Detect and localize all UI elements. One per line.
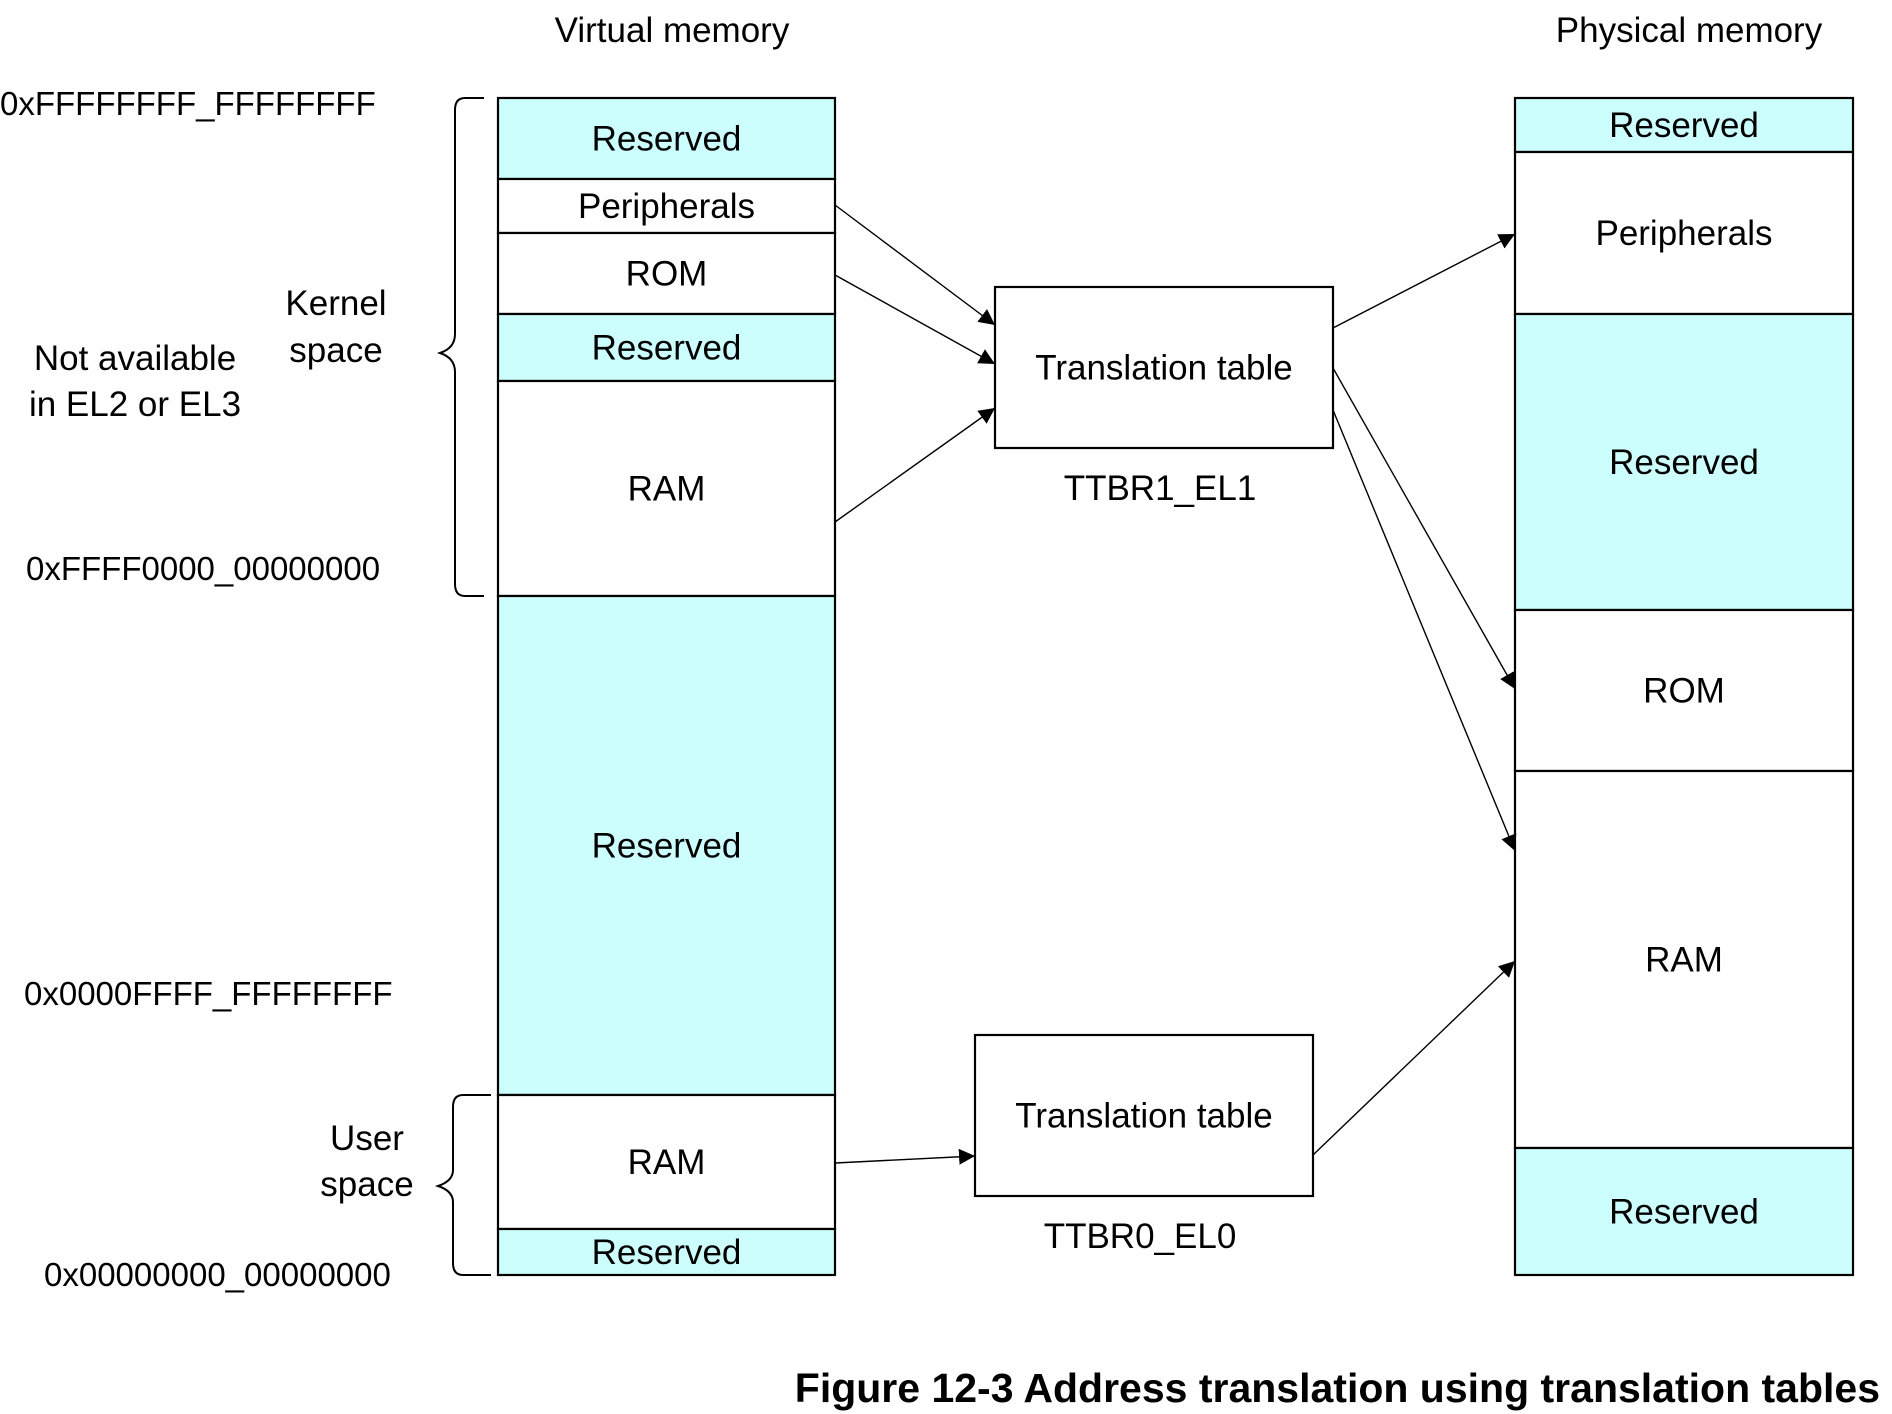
address-top: 0xFFFFFFFF_FFFFFFFF: [0, 85, 376, 122]
vm-block-rom-rect: [496, 231, 837, 316]
pm-block-reserved-label: Reserved: [1609, 106, 1759, 145]
user-space-label-line2: space: [320, 1165, 413, 1204]
vm-block-reserved: Reserved: [496, 96, 837, 181]
vm-block-reserved-rect: [496, 594, 837, 1097]
vm-block-ram: RAM: [496, 379, 837, 598]
user-space-brace: [434, 1094, 491, 1276]
vm-block-ram-label: RAM: [628, 470, 706, 509]
physical-memory-column: ReservedPeripheralsReservedROMRAMReserve…: [1513, 96, 1855, 1277]
pm-block-reserved-rect: [1513, 312, 1855, 612]
physical-memory-header: Physical memory: [1556, 11, 1823, 50]
not-available-label-line2: in EL2 or EL3: [29, 385, 241, 424]
register-label-ttbr1-el1: TTBR1_EL1: [1064, 469, 1257, 508]
pm-block-peripherals-label: Peripherals: [1595, 214, 1772, 253]
address-kernel-base: 0xFFFF0000_00000000: [26, 550, 380, 587]
pm-block-rom: ROM: [1513, 608, 1855, 773]
pm-block-reserved: Reserved: [1513, 312, 1855, 612]
pm-block-reserved: Reserved: [1513, 96, 1855, 154]
address-bottom: 0x00000000_00000000: [44, 1256, 391, 1293]
arrow-vm-user-ram-to-ttbr0: [834, 1148, 976, 1165]
pm-block-peripherals: Peripherals: [1513, 150, 1855, 316]
pm-block-reserved-label: Reserved: [1609, 1193, 1759, 1232]
arrow-vm-rom-to-ttbr1: [834, 274, 996, 365]
arrow-ttbr1-to-pm-peripherals: [1332, 233, 1516, 329]
translation-table-label-ttbr1-el1: Translation table: [1035, 349, 1292, 388]
virtual-memory-column: ReservedPeripheralsROMReservedRAMReserve…: [496, 96, 837, 1277]
vm-block-reserved-label: Reserved: [592, 1233, 742, 1272]
arrow-ttbr0-to-pm-ram: [1312, 960, 1516, 1156]
vm-block-reserved-rect: [496, 1227, 837, 1277]
vm-block-rom-label: ROM: [626, 255, 708, 294]
translation-arrows: [834, 204, 1517, 1165]
vm-block-rom: ROM: [496, 231, 837, 316]
vm-block-reserved-rect: [496, 96, 837, 181]
translation-table-label-ttbr0-el0: Translation table: [1015, 1097, 1272, 1136]
vm-block-peripherals-rect: [496, 177, 837, 235]
pm-block-ram: RAM: [1513, 769, 1855, 1150]
arrow-ttbr1-to-pm-ram: [1332, 409, 1517, 852]
kernel-space-label-line1: Kernel: [285, 284, 386, 323]
pm-block-rom-label: ROM: [1643, 672, 1725, 711]
pm-block-ram-label: RAM: [1645, 941, 1723, 980]
vm-block-ram: RAM: [496, 1093, 837, 1231]
pm-block-reserved-rect: [1513, 1146, 1855, 1277]
pm-block-rom-rect: [1513, 608, 1855, 773]
pm-block-reserved-label: Reserved: [1609, 443, 1759, 482]
vm-block-reserved-rect: [496, 312, 837, 383]
figure-caption: Figure 12-3 Address translation using tr…: [795, 1365, 1880, 1411]
vm-block-reserved: Reserved: [496, 312, 837, 383]
translation-table-box-ttbr0-el0: [973, 1033, 1315, 1198]
translation-table-box-ttbr1-el1: [993, 285, 1335, 450]
pm-block-ram-rect: [1513, 769, 1855, 1150]
pm-block-reserved: Reserved: [1513, 1146, 1855, 1277]
vm-block-ram-label: RAM: [628, 1143, 706, 1182]
virtual-memory-header: Virtual memory: [555, 11, 790, 50]
kernel-space-label-line2: space: [289, 331, 382, 370]
pm-block-peripherals-rect: [1513, 150, 1855, 316]
user-space-label-line1: User: [330, 1119, 404, 1158]
vm-block-reserved-label: Reserved: [592, 120, 742, 159]
not-available-label-line1: Not available: [34, 339, 236, 378]
vm-block-ram-rect: [496, 379, 837, 598]
vm-block-peripherals-label: Peripherals: [578, 187, 755, 226]
address-user-top: 0x0000FFFF_FFFFFFFF: [24, 975, 393, 1012]
arrow-vm-peripherals-to-ttbr1: [834, 204, 996, 326]
arrow-ttbr1-to-pm-rom: [1332, 367, 1516, 690]
vm-block-reserved: Reserved: [496, 1227, 837, 1277]
vm-block-reserved: Reserved: [496, 594, 837, 1097]
vm-block-peripherals: Peripherals: [496, 177, 837, 235]
arrow-vm-kernel-ram-to-ttbr1: [834, 407, 996, 523]
register-label-ttbr0-el0: TTBR0_EL0: [1044, 1217, 1237, 1256]
vm-block-reserved-label: Reserved: [592, 329, 742, 368]
kernel-space-brace: [436, 97, 484, 597]
vm-block-reserved-label: Reserved: [592, 827, 742, 866]
